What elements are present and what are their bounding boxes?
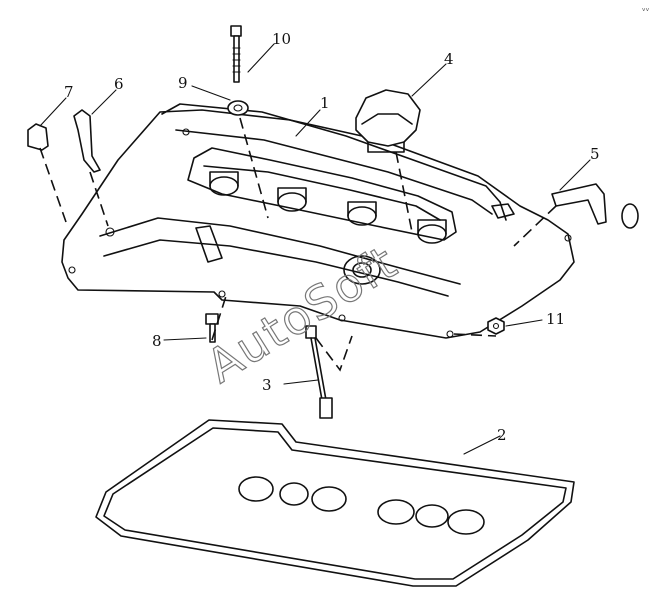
left-bracket-a (73, 109, 101, 173)
seal-washer (227, 100, 249, 116)
callout-3: 3 (262, 376, 272, 394)
long-bolt (305, 325, 333, 419)
cylinder-head-cover (61, 103, 575, 339)
corner-mark: ᵛᵛ (642, 7, 650, 17)
callouts: 1 2 3 4 5 6 7 8 9 10 11 (64, 30, 600, 444)
callout-9: 9 (178, 74, 188, 92)
callout-1: 1 (320, 94, 330, 112)
gasket (95, 419, 575, 587)
callout-2: 2 (497, 426, 507, 444)
callout-5: 5 (590, 145, 600, 163)
assembly-lines (39, 117, 557, 372)
callout-11: 11 (546, 310, 565, 328)
nut (487, 317, 505, 335)
callout-7: 7 (64, 83, 74, 101)
oil-filler-cap (355, 89, 421, 153)
left-bracket-b (27, 123, 49, 151)
callout-6: 6 (114, 75, 124, 93)
stud-bolt (230, 25, 242, 83)
callout-4: 4 (444, 50, 454, 68)
gasket-plug-seals (238, 476, 485, 535)
plug-tubes (209, 171, 447, 244)
callout-10: 10 (272, 30, 291, 48)
callout-8: 8 (152, 332, 162, 350)
leader-lines (39, 43, 591, 455)
right-bracket (551, 183, 639, 229)
